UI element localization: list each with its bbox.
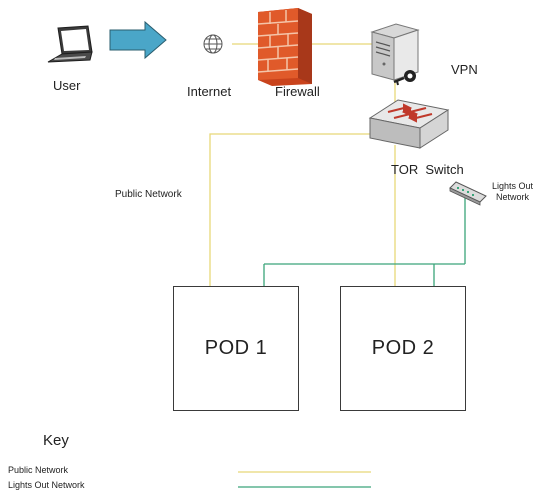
internet-label: Internet [187,84,232,99]
server-icon [370,23,420,81]
arrow-icon [109,20,167,60]
globe-icon [203,34,223,54]
firewall-icon [257,8,312,86]
public-network-label: Public Network [115,189,182,200]
lights-out-switch-icon [449,181,487,206]
pod1-box: POD 1 [173,286,299,411]
pod1-label: POD 1 [204,337,268,359]
key-lights-out-label: Lights Out Network [8,480,85,490]
lights-out-lines [263,196,466,286]
switch-to-pod1-line [209,133,395,286]
lights-out-label-line2: Network [496,192,530,202]
key-icon [393,70,416,86]
pod2-label: POD 2 [371,337,435,359]
switch-icon [368,99,450,149]
vpn-label: VPN [451,62,478,77]
firewall-label: Firewall [275,84,320,99]
tor-switch-label: TOR Switch [391,162,464,177]
laptop-icon [47,25,93,63]
lights-out-label-line1: Lights Out [492,181,534,191]
pod2-box: POD 2 [340,286,466,411]
key-title: Key [43,432,69,449]
lights-out-network-label: Lights Out Network [492,181,533,203]
key-public-network-label: Public Network [8,465,69,475]
user-label: User [53,78,81,93]
